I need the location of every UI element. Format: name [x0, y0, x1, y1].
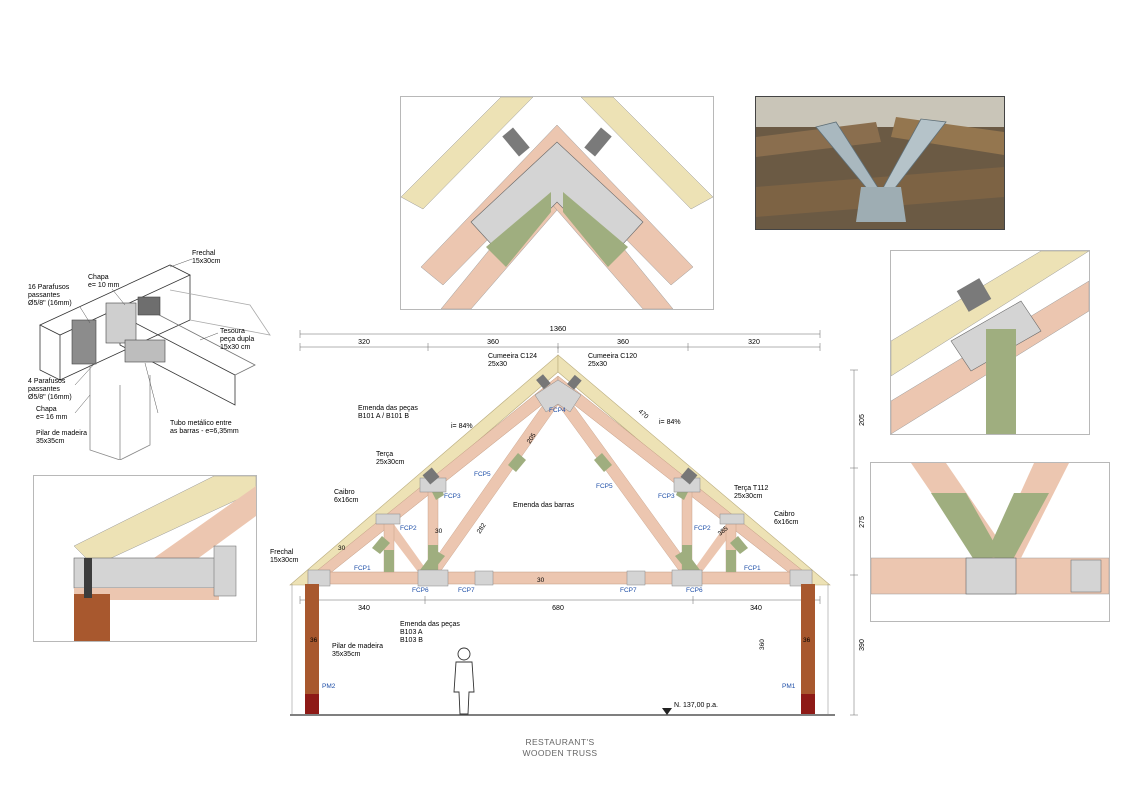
dim-member-470: 470 — [637, 408, 650, 421]
dim-span-total: 1360 — [550, 324, 567, 333]
plate-a — [71, 319, 97, 365]
photo-illustration — [756, 97, 1004, 229]
human-figure — [453, 647, 475, 715]
truss-elevation: 1360 320 360 360 320 340 680 340 205 275… — [260, 320, 870, 730]
caption-line-2: WOODEN TRUSS — [522, 748, 598, 758]
node-fcp1-left: FCP1 — [354, 565, 371, 572]
dim-top-1: 320 — [358, 339, 370, 346]
tie-beam — [307, 571, 813, 585]
node-fcp6-right: FCP6 — [686, 587, 703, 594]
level-marker — [662, 708, 672, 715]
bottom-node-drawing — [871, 463, 1109, 595]
node-fcp4: FCP4 — [549, 407, 566, 414]
purlin-left — [422, 467, 440, 485]
dim-member-282: 282 — [476, 522, 488, 535]
node-fcp3-left: FCP3 — [444, 493, 461, 500]
dim-member-30a: 30 — [435, 528, 443, 535]
apex-drawing — [401, 97, 713, 309]
dim-height-3: 390 — [859, 639, 866, 651]
plate-b — [105, 302, 137, 344]
node-fcp7-right: FCP7 — [620, 587, 637, 594]
rafter-left — [289, 354, 559, 586]
label-slope-right: i= 84% — [659, 419, 681, 426]
dim-top-2: 360 — [487, 339, 499, 346]
truss-drawing: 1360 320 360 360 320 340 680 340 205 275… — [270, 324, 866, 716]
pillar-left-base — [305, 694, 319, 714]
pillar-right-base — [801, 694, 815, 714]
node-fcp1-right: FCP1 — [744, 565, 761, 572]
node-pm1: PM1 — [782, 683, 796, 690]
node-fcp7-left: FCP7 — [458, 587, 475, 594]
dim-member-36b: 36 — [803, 637, 811, 644]
purlin-drawing — [891, 251, 1089, 434]
node-fcp5-left: FCP5 — [474, 471, 491, 478]
eave-detail — [33, 475, 257, 642]
node-fcp3-right: FCP3 — [658, 493, 675, 500]
bottom-node-detail — [870, 462, 1110, 622]
dim-bottom-2: 680 — [552, 605, 564, 612]
label-level: N. 137,00 p.a. — [674, 702, 718, 709]
purlin-right — [680, 467, 698, 485]
connector-photo — [755, 96, 1005, 230]
drawing-caption: RESTAURANT'S WOODEN TRUSS — [430, 737, 690, 759]
caption-line-1: RESTAURANT'S — [525, 737, 595, 747]
node-fcp2-left: FCP2 — [400, 525, 417, 532]
dim-member-30b: 30 — [537, 577, 545, 584]
dim-top-4: 320 — [748, 339, 760, 346]
dim-bottom-1: 340 — [358, 605, 370, 612]
dimension-lines — [299, 330, 858, 716]
dim-top-3: 360 — [617, 339, 629, 346]
node-fcp5-right: FCP5 — [596, 483, 613, 490]
plate-d — [124, 339, 166, 363]
ridge-right — [567, 374, 582, 390]
dim-member-30c: 30 — [338, 545, 346, 552]
apex-detail — [400, 96, 714, 310]
label-emenda-barras: Emenda das barras — [513, 502, 575, 509]
dim-member-36a: 36 — [310, 637, 318, 644]
purlin-detail — [890, 250, 1090, 435]
dim-height-1: 205 — [859, 414, 866, 426]
pillar-left — [305, 584, 319, 714]
node-fcp6-left: FCP6 — [412, 587, 429, 594]
steel-plates — [307, 379, 813, 587]
dim-bottom-3: 340 — [750, 605, 762, 612]
label-slope-left: i= 84% — [451, 423, 473, 430]
dim-member-360: 360 — [759, 639, 766, 650]
dim-member-205: 205 — [526, 432, 538, 445]
pillar-right — [801, 584, 815, 714]
node-fcp2-right: FCP2 — [694, 525, 711, 532]
ridge-left — [536, 374, 551, 390]
rafter-right — [557, 354, 831, 586]
dim-height-2: 275 — [859, 516, 866, 528]
node-pm2: PM2 — [322, 683, 336, 690]
plate-c — [137, 296, 161, 316]
eave-drawing — [73, 476, 256, 641]
